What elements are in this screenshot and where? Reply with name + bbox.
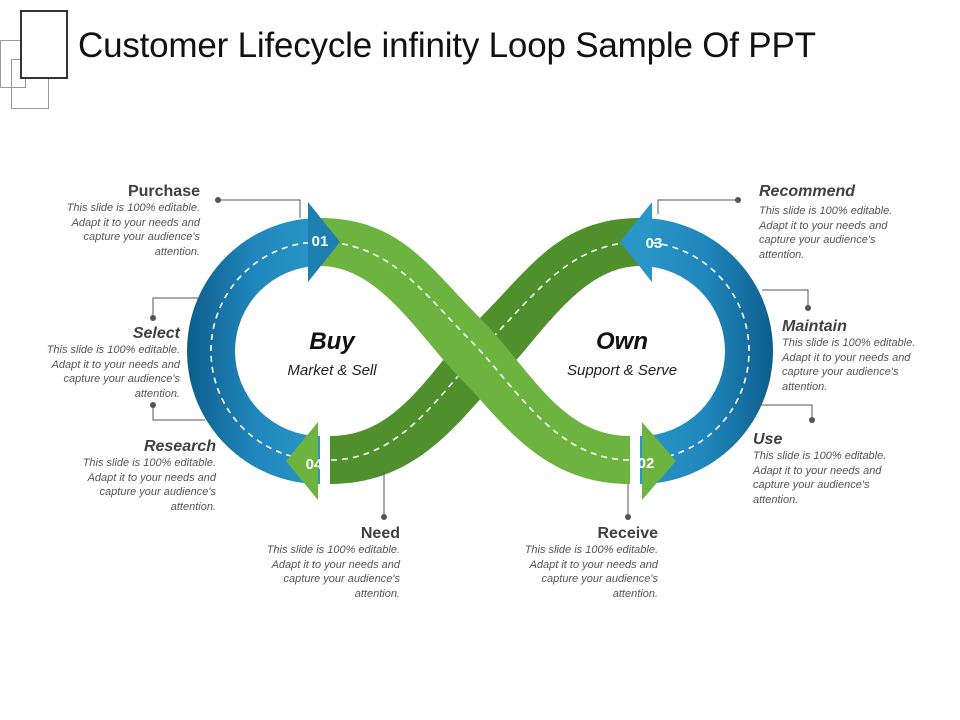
label-select: Select This slide is 100% editable. Adap… <box>0 325 180 401</box>
label-receive: Receive This slide is 100% editable. Ada… <box>458 525 658 601</box>
need-description: This slide is 100% editable. Adapt it to… <box>266 544 400 600</box>
research-heading: Research <box>143 438 216 455</box>
slide-title: Customer Lifecycle infinity Loop Sample … <box>78 26 816 65</box>
purchase-heading: Purchase <box>127 183 200 200</box>
step-number-01: 01 <box>311 233 329 250</box>
arrowhead-01 <box>308 202 340 282</box>
arrowhead-03 <box>620 202 652 282</box>
label-purchase: Purchase This slide is 100% editable. Ad… <box>0 183 200 259</box>
decorative-square-front <box>20 10 68 79</box>
own-center-label: Own Support & Serve <box>532 328 712 379</box>
recommend-description: This slide is 100% editable. Adapt it to… <box>759 205 893 261</box>
step-number-03: 03 <box>645 235 663 252</box>
purchase-description: This slide is 100% editable. Adapt it to… <box>66 202 200 258</box>
buy-center-label: Buy Market & Sell <box>242 328 422 379</box>
label-use: Use This slide is 100% editable. Adapt i… <box>753 431 953 507</box>
select-heading: Select <box>132 325 180 342</box>
recommend-heading: Recommend <box>759 183 856 200</box>
own-heading: Own <box>596 328 648 355</box>
green-band-01-02 <box>320 218 630 484</box>
step-number-04: 04 <box>305 456 323 473</box>
maintain-description: This slide is 100% editable. Adapt it to… <box>782 337 916 393</box>
arrowhead-04 <box>286 422 318 500</box>
arrowhead-02 <box>642 422 676 500</box>
label-recommend: Recommend This slide is 100% editable. A… <box>759 183 959 262</box>
left-blue-arc <box>187 218 320 484</box>
label-research: Research This slide is 100% editable. Ad… <box>16 438 216 514</box>
buy-subtitle: Market & Sell <box>287 362 377 379</box>
maintain-heading: Maintain <box>782 318 847 335</box>
label-need: Need This slide is 100% editable. Adapt … <box>200 525 400 601</box>
select-description: This slide is 100% editable. Adapt it to… <box>46 344 180 400</box>
receive-description: This slide is 100% editable. Adapt it to… <box>524 544 658 600</box>
use-description: This slide is 100% editable. Adapt it to… <box>753 450 887 506</box>
right-blue-arc <box>640 218 773 484</box>
own-subtitle: Support & Serve <box>566 362 678 379</box>
research-description: This slide is 100% editable. Adapt it to… <box>82 457 216 513</box>
step-number-02: 02 <box>637 455 655 472</box>
label-maintain: Maintain This slide is 100% editable. Ad… <box>782 318 960 394</box>
need-heading: Need <box>360 525 400 542</box>
use-heading: Use <box>753 431 783 448</box>
receive-heading: Receive <box>597 525 659 542</box>
buy-heading: Buy <box>309 328 355 355</box>
